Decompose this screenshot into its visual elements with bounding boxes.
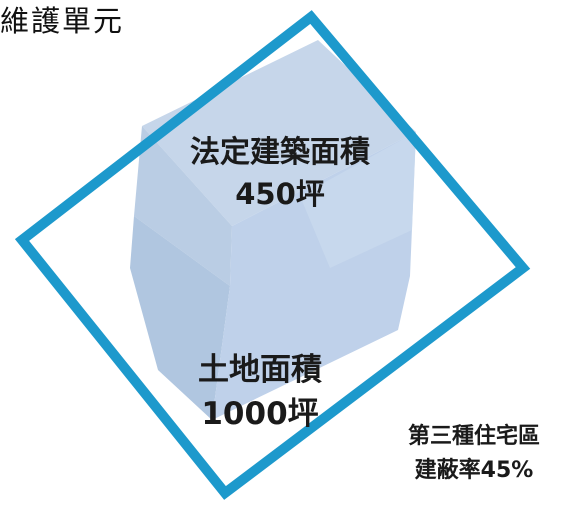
floor-area-label: 法定建築面積 bbox=[190, 135, 370, 170]
floor-area-value: 450坪 bbox=[235, 177, 325, 211]
building-roof-top bbox=[142, 40, 416, 226]
building-roof-left bbox=[134, 126, 232, 286]
land-boundary bbox=[14, 10, 531, 500]
land-area-label-group: 土地面積 1000坪 bbox=[150, 348, 370, 436]
land-area-value: 1000坪 bbox=[201, 396, 319, 432]
coverage-ratio: 建蔽率45% bbox=[414, 458, 534, 483]
building-block bbox=[130, 40, 416, 420]
building-front-highlight bbox=[300, 132, 416, 268]
floor-area-label-group: 法定建築面積 450坪 bbox=[150, 132, 410, 214]
building-side-left bbox=[130, 216, 230, 420]
land-area-label: 土地面積 bbox=[198, 352, 322, 388]
page-title: 維護單元 bbox=[0, 4, 125, 38]
zone-name: 第三種住宅區 bbox=[407, 424, 540, 449]
zoning-label-group: 第三種住宅區 建蔽率45% bbox=[376, 420, 572, 488]
